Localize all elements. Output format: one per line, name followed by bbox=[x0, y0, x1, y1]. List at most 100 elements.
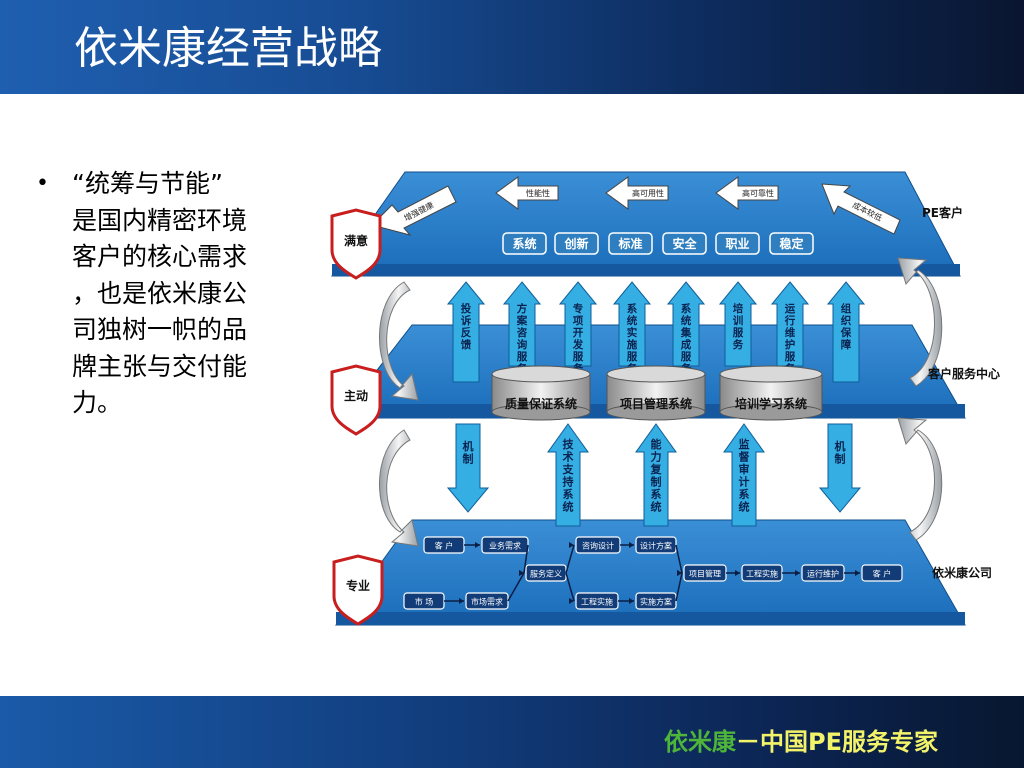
up-arrow-label: 培训服务 bbox=[733, 302, 744, 351]
up-arrow-label-text: 投诉反馈 bbox=[460, 302, 472, 351]
up-arrow-label-text: 专项开发服务 bbox=[572, 302, 584, 375]
up-arrow-label: 系统实施服务 bbox=[627, 302, 638, 375]
value-box: 安全 bbox=[662, 232, 707, 255]
value-box: 稳定 bbox=[769, 232, 814, 255]
up-arrow: 系统集成服务 bbox=[666, 281, 706, 375]
flow-connector bbox=[565, 572, 575, 602]
flow-box-label: 业务需求 bbox=[489, 541, 521, 551]
flow-box: 实施方案 bbox=[635, 592, 677, 610]
flow-connector bbox=[565, 544, 575, 574]
up-arrow: 组织保障 bbox=[826, 281, 866, 383]
flow-box-label: 客 户 bbox=[873, 569, 892, 579]
curve-arrow-right-upper bbox=[897, 257, 943, 387]
flow-box: 客 户 bbox=[861, 564, 903, 582]
flow-connector bbox=[507, 572, 525, 602]
flow-box-label: 运行维护 bbox=[807, 569, 839, 579]
up-arrow: 监督审计系统 bbox=[723, 423, 765, 527]
flow-box: 客 户 bbox=[423, 536, 465, 554]
flow-box: 咨询设计 bbox=[575, 536, 621, 554]
bullet-line: “统筹与节能” bbox=[72, 169, 223, 198]
flow-arrowhead bbox=[855, 570, 860, 576]
bullet-line: 是国内精密环境 bbox=[72, 205, 248, 235]
bullet-line: 司独树一帜的品 bbox=[72, 315, 248, 344]
flow-box: 运行维护 bbox=[801, 564, 845, 582]
flow-arrowhead bbox=[629, 598, 634, 604]
value-box: 创新 bbox=[554, 232, 599, 255]
flow-box-label: 咨询设计 bbox=[582, 541, 614, 551]
up-arrow-label-text: 组织保障 bbox=[840, 302, 852, 351]
title-bar bbox=[0, 0, 1024, 94]
flow-box-label: 工程实施 bbox=[746, 569, 778, 579]
top-arrow-label: 高可靠性 bbox=[742, 188, 774, 198]
footer-brand: 依米康 bbox=[664, 728, 736, 756]
flow-arrowhead bbox=[459, 598, 464, 604]
up-arrow: 投诉反馈 bbox=[446, 281, 486, 383]
top-arrow-label: 高可用性 bbox=[632, 188, 664, 198]
up-arrow-label-text: 能力复制系统 bbox=[650, 437, 663, 514]
down-arrow: 机制 bbox=[446, 423, 490, 513]
flow-arrowhead bbox=[569, 598, 574, 604]
value-box: 标准 bbox=[608, 232, 653, 255]
up-arrow-label: 监督审计系统 bbox=[739, 437, 750, 514]
flow-box-label: 市 场 bbox=[415, 597, 434, 607]
up-arrow-label: 运行维护服务 bbox=[784, 303, 796, 375]
badge-label: 满意 bbox=[344, 233, 368, 248]
up-arrow-label: 组织保障 bbox=[840, 302, 852, 351]
flow-arrowhead bbox=[735, 570, 740, 576]
flow-box: 工程实施 bbox=[575, 592, 619, 610]
value-box: 职业 bbox=[715, 232, 760, 255]
bullet-marker: • bbox=[36, 171, 49, 196]
flow-box: 市场需求 bbox=[465, 592, 509, 610]
flow-box: 工程实施 bbox=[741, 564, 783, 582]
up-arrow-label-text: 系统集成服务 bbox=[680, 302, 692, 375]
curve-arrow-left-lower bbox=[379, 429, 419, 547]
down-arrow-label: 机制 bbox=[463, 439, 474, 466]
up-arrow: 运行维护服务 bbox=[770, 281, 810, 375]
business-flow: 客 户业务需求市 场市场需求服务定义咨询设计设计方案工程实施实施方案项目管理工程… bbox=[403, 536, 903, 610]
bullet-line: 力。 bbox=[72, 388, 123, 417]
badge-satisfied: 满意 bbox=[330, 208, 382, 280]
cylinder-label: 质量保证系统 bbox=[505, 396, 577, 411]
layer-label-pe-customer: PE客户 bbox=[922, 205, 963, 220]
curve-arrow-right-lower bbox=[897, 417, 943, 541]
bullet-line: 牌主张与交付能 bbox=[72, 351, 248, 381]
value-box-label: 创新 bbox=[563, 236, 588, 251]
up-arrow: 能力复制系统 bbox=[635, 423, 677, 527]
flow-box: 项目管理 bbox=[683, 564, 727, 582]
up-arrow-label: 专项开发服务 bbox=[572, 302, 584, 375]
badge-professional: 专业 bbox=[332, 554, 384, 626]
cylinder-training: 培训学习系统 bbox=[719, 365, 823, 421]
flow-box-label: 工程实施 bbox=[581, 597, 613, 607]
mechanism-arrows: 机制 技术支持系统 能力复制系统 监督审计系统 机制 bbox=[446, 423, 862, 527]
layer-label-company: 依米康公司 bbox=[932, 565, 992, 580]
up-arrow: 方案咨询服务 bbox=[502, 281, 542, 375]
up-arrow-label-text: 运行维护服务 bbox=[784, 303, 796, 375]
flow-arrowhead bbox=[629, 542, 634, 548]
top-arrow-label: 性能性 bbox=[526, 188, 550, 198]
layer-label-service-center: 客户服务中心 bbox=[927, 366, 1000, 381]
down-arrow-label-text: 机制 bbox=[835, 439, 846, 466]
flow-arrowhead bbox=[475, 542, 480, 548]
flow-box: 服务定义 bbox=[525, 564, 567, 582]
down-arrow-label-text: 机制 bbox=[463, 439, 474, 466]
up-arrow-label-text: 系统实施服务 bbox=[627, 302, 638, 375]
cylinder-label: 培训学习系统 bbox=[735, 396, 807, 411]
flow-arrowhead bbox=[519, 570, 524, 576]
value-box-label: 安全 bbox=[672, 236, 697, 251]
flow-connector bbox=[675, 544, 683, 574]
flow-box: 市 场 bbox=[403, 592, 445, 610]
down-arrow-label: 机制 bbox=[835, 439, 846, 466]
up-arrow-label-text: 技术支持系统 bbox=[562, 437, 575, 514]
curve-arrow-left-upper bbox=[379, 281, 419, 401]
up-arrow-label: 系统集成服务 bbox=[680, 302, 692, 375]
value-box: 系统 bbox=[502, 232, 547, 255]
flow-arrowhead bbox=[677, 570, 682, 576]
bullet-line: 客户的核心需求 bbox=[72, 242, 248, 271]
flow-arrowhead bbox=[795, 570, 800, 576]
flow-box-label: 市场需求 bbox=[471, 597, 503, 607]
top-arrow-2: 性能性 bbox=[495, 176, 559, 210]
badge-label: 专业 bbox=[346, 578, 370, 593]
top-arrow-3: 高可用性 bbox=[605, 176, 669, 210]
flow-connector bbox=[675, 572, 683, 602]
footer-bar bbox=[0, 696, 1024, 768]
